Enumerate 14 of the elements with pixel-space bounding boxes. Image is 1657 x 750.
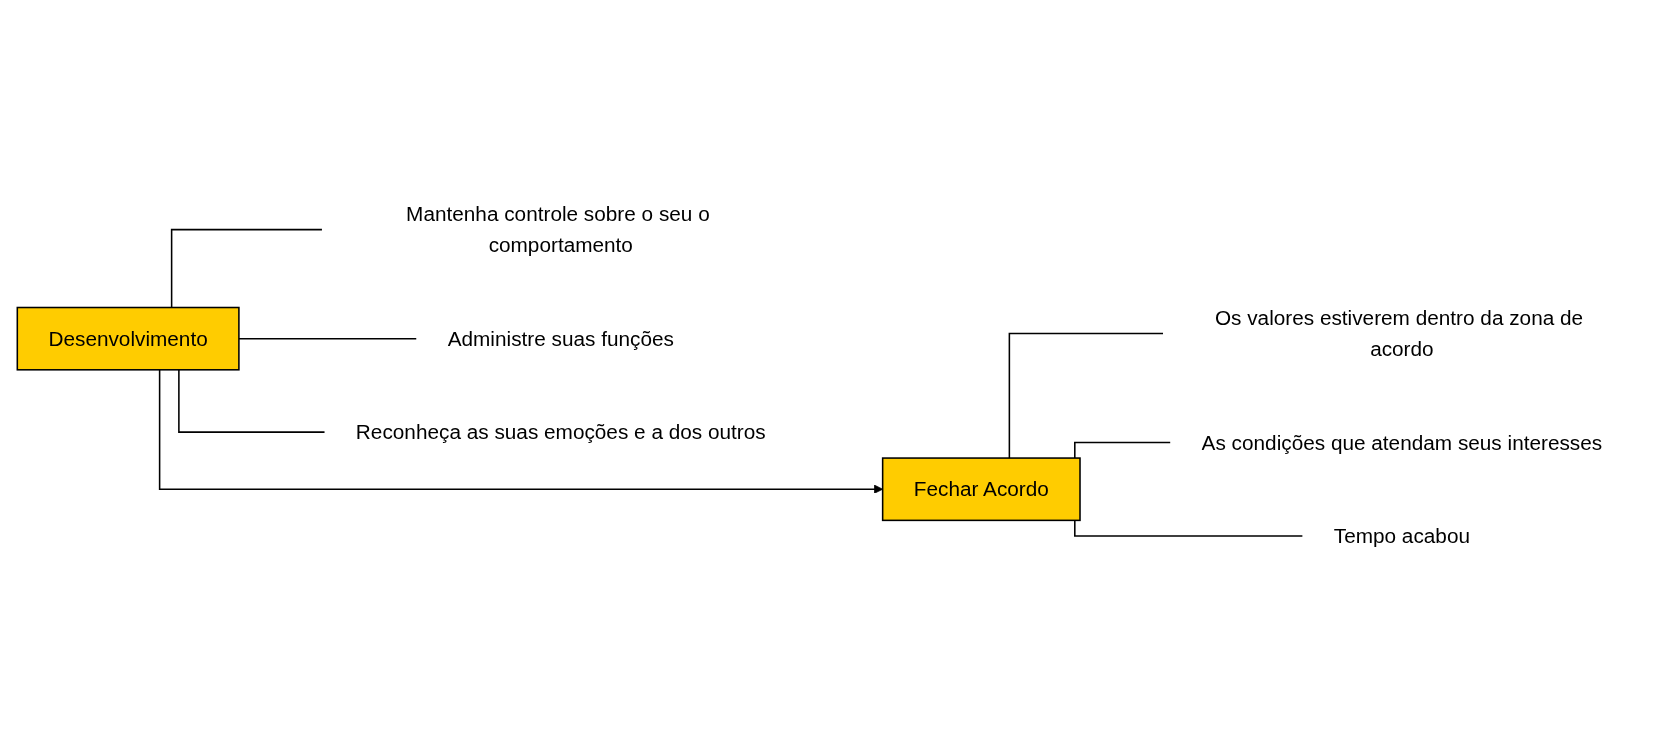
node-text: Mantenha controle sobre o seu o comportamento	[405, 202, 710, 257]
connector	[1008, 332, 1164, 459]
connector	[177, 369, 325, 433]
connector	[170, 228, 323, 309]
connector	[1073, 519, 1303, 537]
node-text: Reconheça as suas emoções e a dos outros	[355, 420, 766, 444]
node-text: As condições que atendam seus interesses	[1201, 431, 1602, 454]
node-text: Administre suas funções	[447, 327, 674, 351]
node-box: Fechar Acordo	[881, 457, 1081, 522]
node-text: Os valores estiverem dentro da zona de acordo	[1214, 306, 1583, 361]
node-box: Desenvolvimento	[16, 306, 240, 371]
connector	[1073, 441, 1171, 459]
node-text: Tempo acabou	[1333, 524, 1470, 548]
arrow	[158, 369, 883, 494]
